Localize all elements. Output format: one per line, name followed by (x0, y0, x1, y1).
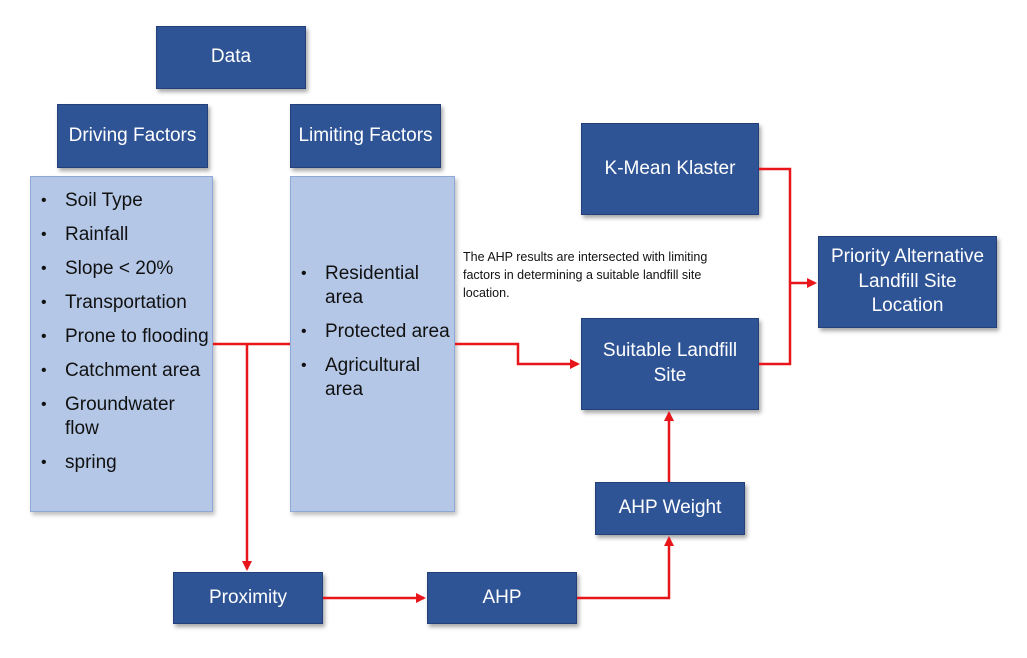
intersection-note: The AHP results are intersected with lim… (463, 250, 708, 300)
driving-item-label: Slope < 20% (65, 258, 174, 279)
data-box: Data (156, 26, 306, 89)
list-item: •Slope < 20% (41, 258, 174, 279)
list-item: •Protected area (301, 321, 450, 342)
driving-item-label: Prone to flooding (65, 326, 209, 347)
suitable-site-box: Suitable Landfill Site (581, 318, 759, 410)
priority-location-box: Priority Alternative Landfill Site Locat… (818, 236, 997, 328)
list-item: •Catchment area (41, 360, 201, 381)
list-item: •Agricultural area (301, 355, 421, 400)
limiting-factors-list: •Residential area •Protected area •Agric… (290, 176, 455, 512)
limiting-item-label: Residential area (325, 263, 419, 308)
list-item: •Soil Type (41, 190, 143, 211)
list-item: •Transportation (41, 292, 187, 313)
ahp-to-weight-arrow (577, 536, 674, 600)
driving-item-label: Catchment area (65, 360, 201, 381)
kmean-cluster-box: K-Mean Klaster (581, 123, 759, 215)
driving-item-label: spring (65, 452, 117, 473)
list-item: •Groundwater flow (41, 394, 175, 439)
driving-item-label: Rainfall (65, 224, 129, 245)
driving-factors-list: •Soil Type •Rainfall •Slope < 20% •Trans… (30, 176, 213, 512)
driving-item-label: Groundwater flow (65, 394, 175, 439)
limiting-to-suitable-arrow (455, 342, 580, 369)
kmean-to-priority-connector (759, 167, 792, 366)
limiting-factors-box: Limiting Factors (290, 104, 441, 168)
list-item: •Residential area (301, 263, 419, 308)
limiting-item-label: Agricultural area (325, 355, 421, 400)
list-item: •Prone to flooding (41, 326, 209, 347)
proximity-box: Proximity (173, 572, 323, 624)
driving-item-label: Transportation (65, 292, 187, 313)
ahp-weight-box: AHP Weight (595, 482, 745, 535)
driving-factors-box: Driving Factors (57, 104, 208, 168)
list-item: •spring (41, 452, 117, 473)
list-item: •Rainfall (41, 224, 129, 245)
driving-item-label: Soil Type (65, 190, 143, 211)
limiting-item-label: Protected area (325, 321, 450, 342)
ahp-box: AHP (427, 572, 577, 624)
